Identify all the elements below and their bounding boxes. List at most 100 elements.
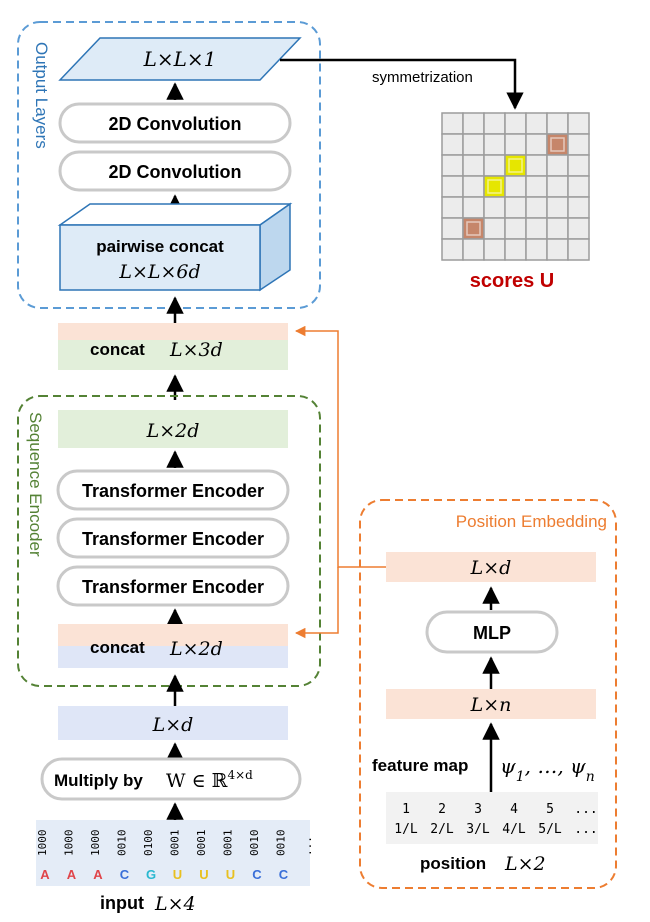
pe-lxn-box (386, 689, 596, 719)
score-cell (567, 133, 590, 156)
transformer-box-1 (56, 469, 290, 511)
position-index: 4 (510, 802, 518, 817)
concat3d-word: concat (90, 340, 145, 359)
one-hot-code: 0010 (116, 830, 129, 857)
score-cell (483, 112, 506, 135)
conv-bottom-label: 2D Convolution (109, 162, 242, 182)
one-hot-code: 1000 (63, 830, 76, 857)
output-layers-frame (17, 21, 321, 309)
score-cell (504, 112, 527, 135)
score-cell (441, 133, 464, 156)
score-cell (546, 154, 569, 177)
score-cell (546, 175, 569, 198)
feature-map-label: feature map (372, 756, 468, 775)
score-cell (525, 133, 548, 156)
score-cell (441, 175, 464, 198)
lxd-input-label: L×d (152, 714, 194, 736)
position-fraction: ... (574, 822, 597, 837)
score-cell (567, 154, 590, 177)
score-cell (441, 217, 464, 240)
score-cell (525, 154, 548, 177)
base-letter: A (40, 867, 50, 882)
concat2d-orange-band (58, 624, 288, 646)
transformer-box-3 (56, 565, 290, 607)
score-cell (462, 154, 485, 177)
score-cell (483, 133, 506, 156)
position-fraction: 4/L (502, 822, 526, 837)
base-letter: U (226, 867, 235, 882)
one-hot-code: 0001 (169, 830, 182, 857)
concat2d-blue-band (58, 646, 288, 668)
score-cell (483, 238, 506, 261)
one-hot-code: 0100 (142, 830, 155, 857)
output-layers-title: Output Layers (32, 42, 51, 149)
base-letter: C (279, 867, 289, 882)
score-cell-highlight (546, 133, 569, 156)
score-cell (525, 175, 548, 198)
score-cell (462, 238, 485, 261)
mlp-box (425, 610, 559, 654)
position-embedding-frame (359, 499, 617, 889)
score-cell (462, 196, 485, 219)
input-columns: 1000A1000A1000A0010C0100G0001U0001U0001U… (36, 830, 314, 883)
base-letter: A (67, 867, 77, 882)
symmetrization-arrow (280, 58, 524, 110)
lx2d-label: L×2d (146, 420, 200, 442)
base-letter: C (120, 867, 130, 882)
sequence-encoder-title: Sequence Encoder (26, 412, 45, 557)
score-cell (483, 217, 506, 240)
score-cell (441, 154, 464, 177)
score-cell (504, 238, 527, 261)
score-cell (546, 238, 569, 261)
position-index: 3 (474, 802, 482, 817)
score-cell-highlight (504, 154, 527, 177)
multiply-box (40, 757, 302, 801)
score-cell (546, 112, 569, 135)
one-hot-code: 0010 (275, 830, 288, 857)
position-index: ... (574, 802, 597, 817)
concat2d-word: concat (90, 638, 145, 657)
score-cell (567, 112, 590, 135)
position-caption-shape: L×2 (504, 853, 546, 875)
score-cell (546, 217, 569, 240)
position-index: 1 (402, 802, 410, 817)
position-embedding-title: Position Embedding (456, 512, 607, 531)
score-cell-bevel (550, 137, 565, 152)
pairwise-shape: L×L×6d (118, 261, 200, 283)
concat3d-orange-band (58, 323, 288, 340)
score-cell-highlight (483, 175, 506, 198)
lxlx1-label: L×L×1 (143, 47, 217, 71)
concat3d-shape: L×3d (169, 339, 223, 361)
position-fraction: 3/L (466, 822, 490, 837)
symmetrization-label: symmetrization (372, 69, 473, 86)
one-hot-code: 0010 (248, 830, 261, 857)
input-strip (36, 820, 310, 886)
score-cell-bevel (508, 158, 523, 173)
score-cell-highlight (462, 217, 485, 240)
lxlx1-node (58, 37, 302, 81)
score-cell (525, 196, 548, 219)
conv-top-box (58, 102, 292, 144)
pe-lxn-label: L×n (470, 694, 512, 716)
score-cell (483, 154, 506, 177)
mlp-label: MLP (473, 623, 511, 643)
one-hot-code: ... (301, 836, 314, 856)
score-cell (567, 196, 590, 219)
lxd-input-box (58, 706, 288, 740)
input-caption-shape: L×4 (154, 893, 196, 915)
score-cell (441, 112, 464, 135)
lx2d-box (58, 410, 288, 448)
score-cell (462, 133, 485, 156)
score-cell (504, 133, 527, 156)
score-cell (567, 217, 590, 240)
pe-lxd-box (386, 552, 596, 582)
pairwise-box-top (57, 203, 293, 226)
score-cell-bevel (487, 179, 502, 194)
conv-top-label: 2D Convolution (109, 114, 242, 134)
position-fraction: 2/L (430, 822, 454, 837)
base-letter: A (93, 867, 103, 882)
position-index: 5 (546, 802, 554, 817)
sequence-encoder-frame (17, 395, 321, 687)
concat3d-green-band (58, 340, 288, 370)
score-cell (483, 196, 506, 219)
